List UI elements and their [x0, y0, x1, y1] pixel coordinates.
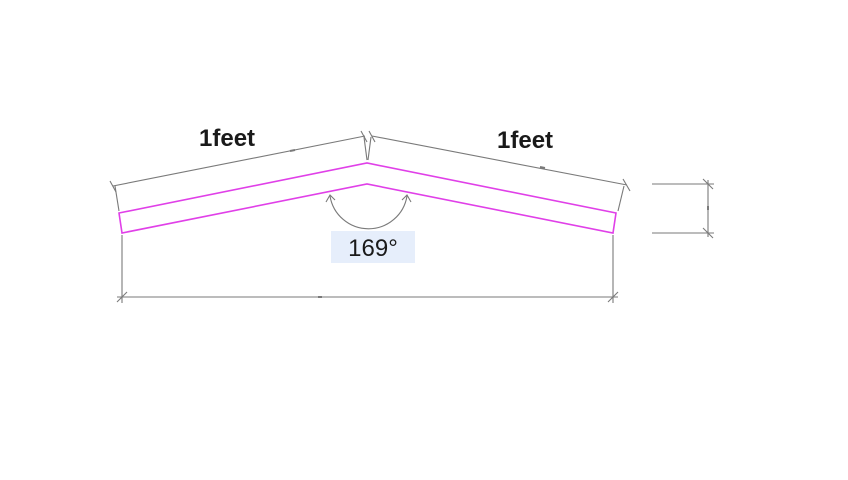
thickness-dimension [652, 178, 714, 239]
apex-angle-arc [325, 194, 412, 230]
apex-angle-label: 169° [348, 235, 398, 262]
bent-profile-outline [118, 162, 617, 234]
right-length-label: 1feet [497, 127, 553, 154]
right-length-dimension [367, 130, 631, 212]
left-length-dimension [109, 130, 368, 212]
angle-label-box [331, 231, 415, 263]
overall-width-dimension [116, 235, 619, 303]
left-length-label: 1feet [199, 125, 255, 152]
